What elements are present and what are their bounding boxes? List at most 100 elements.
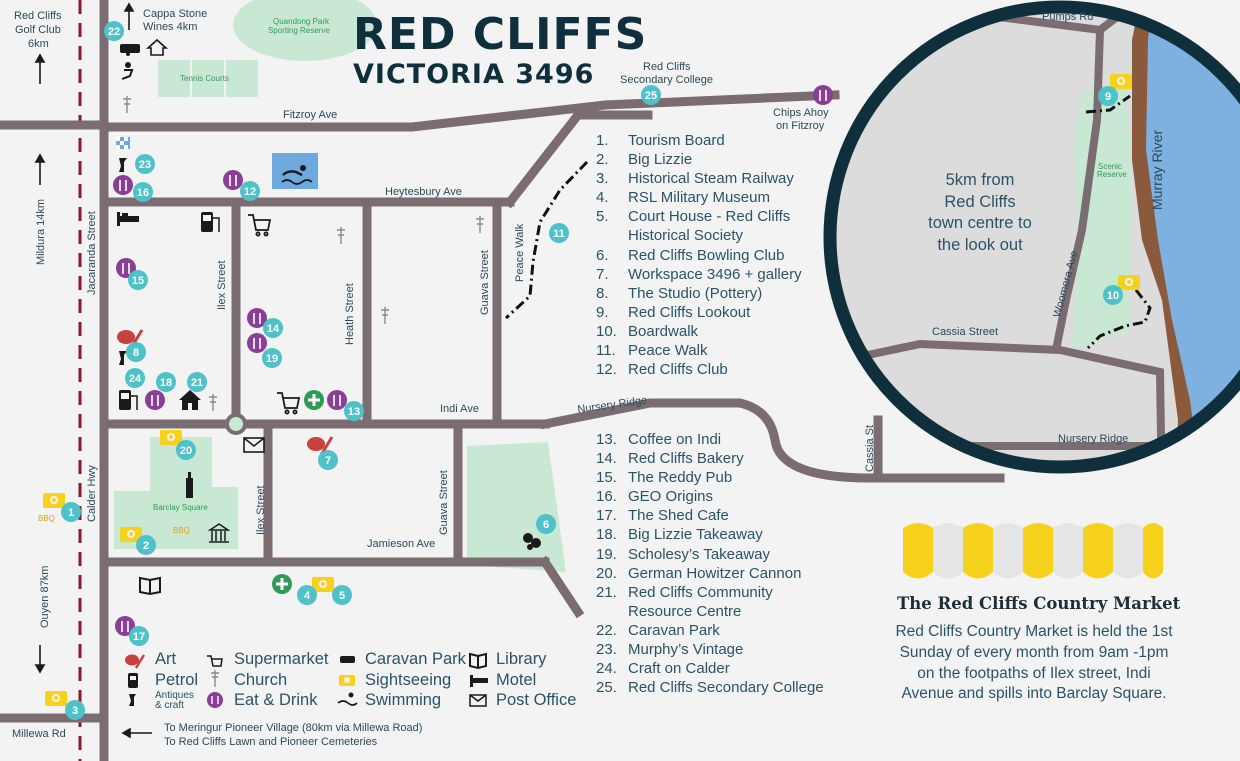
marker-circle <box>344 401 364 421</box>
street-ilex-2: Ilex Street <box>255 485 267 535</box>
marker-circle <box>176 440 196 460</box>
marker-circle <box>126 342 146 362</box>
place-name: Red Cliffs Bakery <box>628 450 744 468</box>
place-number: 16. <box>596 488 617 506</box>
place-name: Workspace 3496 + gallery <box>628 265 802 283</box>
place-list-item: Resource Centre <box>596 602 824 621</box>
marker-number: 23 <box>139 159 151 171</box>
place-list-item: 2.Big Lizzie <box>596 150 802 169</box>
legend-supermarket: Supermarket <box>234 650 329 668</box>
place-name: Resource Centre <box>628 602 742 620</box>
first-aid-icon <box>272 390 324 594</box>
place-name: Peace Walk <box>628 342 708 360</box>
bottom-note: To Meringur Pioneer Village (80km via Mi… <box>164 722 423 748</box>
page-title: RED CLIFFS <box>353 9 648 60</box>
street-cassia: Cassia Street <box>932 326 998 338</box>
place-name: Red Cliffs Bowling Club <box>628 246 785 264</box>
marker-circle <box>262 348 282 368</box>
place-number: 22. <box>596 621 617 639</box>
place-number: 17. <box>596 507 617 525</box>
marker-circle <box>1098 86 1118 106</box>
marker-circle <box>549 223 569 243</box>
marker-circle <box>136 535 156 555</box>
marker-circle <box>61 502 81 522</box>
place-list-item: 21.Red Cliffs Community <box>596 583 824 602</box>
marker-number: 10 <box>1107 290 1119 302</box>
place-number: 8. <box>596 284 609 302</box>
label-barclay: Barclay Square <box>153 503 208 512</box>
street-jamieson: Jamieson Ave <box>367 538 435 550</box>
street-cassia-st: Cassia St <box>864 425 876 472</box>
place-number: 14. <box>596 450 617 468</box>
place-list-item: 14. Red Cliffs Bakery <box>596 449 824 468</box>
place-number: 13. <box>596 431 617 448</box>
place-number: 3. <box>596 170 609 188</box>
place-name: Boardwalk <box>628 322 699 340</box>
marker-number: 21 <box>191 377 203 389</box>
place-number: 1. <box>596 132 609 149</box>
marker-number: 3 <box>72 705 78 717</box>
place-list-item: 1.Tourism Board <box>596 131 802 150</box>
marker-circle <box>297 585 317 605</box>
legend-antiques-1: Antiques <box>155 690 194 701</box>
place-list-item: 19.Scholesy’s Takeaway <box>596 545 824 564</box>
marker-circle <box>240 181 260 201</box>
label-chips-2: on Fitzroy <box>776 120 825 132</box>
label-murray-river: Murray River <box>1149 130 1165 210</box>
street-calder: Calder Hwy <box>86 465 98 522</box>
label-college-2: Secondary College <box>620 74 713 86</box>
marker-number: 15 <box>132 275 144 287</box>
bowls-icon <box>523 533 541 550</box>
tennis-courts <box>158 60 258 97</box>
church-icon <box>123 96 484 411</box>
place-list-item: 25.Red Cliffs Secondary College <box>596 678 824 697</box>
place-number: 6. <box>596 246 609 264</box>
place-list-item: 15.The Reddy Pub <box>596 468 824 487</box>
legend-icons <box>125 652 488 708</box>
marker-circle <box>156 372 176 392</box>
marker-number: 11 <box>553 228 565 240</box>
place-name: Big Lizzie Takeaway <box>628 526 763 544</box>
place-list-item: 11.Peace Walk <box>596 341 802 360</box>
market-text: Red Cliffs Country Market is held the 1s… <box>895 623 1173 703</box>
house-icon <box>145 38 169 56</box>
marker-circle <box>187 372 207 392</box>
page-subtitle: VICTORIA 3496 <box>353 59 595 90</box>
place-number: 10. <box>596 322 617 340</box>
place-name: Red Cliffs Secondary College <box>628 679 824 697</box>
place-name: Red Cliffs Lookout <box>628 303 751 321</box>
place-list-item: 8.The Studio (Pottery) <box>596 284 802 303</box>
courthouse-icon <box>207 523 231 543</box>
label-quandong-1: Quandong Park <box>273 17 330 26</box>
place-list-item: 6. Red Cliffs Bowling Club <box>596 246 802 265</box>
marker-circle <box>65 700 85 720</box>
street-nursery-2: Nursery Ridge <box>1058 433 1128 445</box>
street-pumps: Pumps Rd <box>1042 11 1093 23</box>
marker-number: 4 <box>304 590 311 602</box>
label-golf-2: Golf Club <box>15 24 61 36</box>
library-icon <box>139 576 161 596</box>
label-college-1: Red Cliffs <box>643 61 691 73</box>
marker-circle <box>536 514 556 534</box>
place-list-item: 9.Red Cliffs Lookout <box>596 303 802 322</box>
bowling-club-park <box>467 442 566 572</box>
legend-swimming: Swimming <box>365 691 442 709</box>
street-peace-walk: Peace Walk <box>514 223 526 282</box>
street-millewa: Millewa Rd <box>12 728 66 740</box>
marker-circle <box>135 154 155 174</box>
marker-number: 19 <box>266 353 278 365</box>
place-number: 23. <box>596 641 617 659</box>
marker-circle <box>1103 285 1123 305</box>
label-golf-3: 6km <box>28 38 49 50</box>
inset-ring <box>823 0 1240 474</box>
marker-number: 16 <box>137 187 149 199</box>
place-number: 21. <box>596 583 617 601</box>
marker-number: 17 <box>133 631 145 643</box>
marker-circle <box>318 450 338 470</box>
swim-icon <box>281 165 313 185</box>
marker-circle <box>263 318 283 338</box>
marker-circle <box>641 85 661 105</box>
place-number: 12. <box>596 361 617 379</box>
